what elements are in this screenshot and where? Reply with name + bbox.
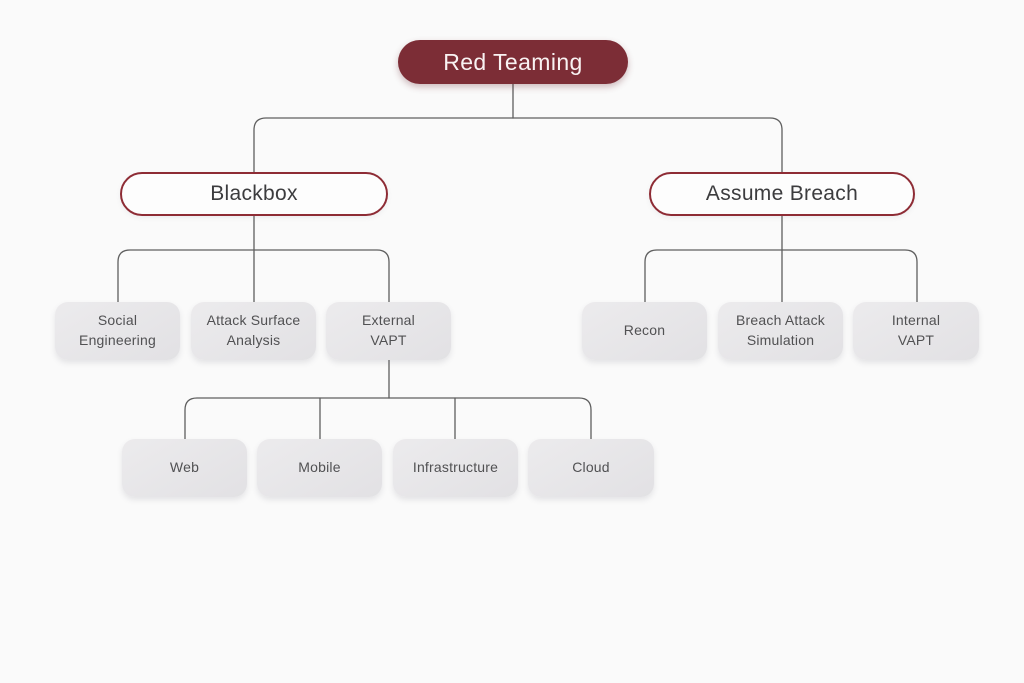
node-mobile-label: Mobile	[298, 459, 341, 476]
node-attack-surface-analysis: Attack Surface Analysis	[191, 302, 316, 360]
node-red-teaming-label: Red Teaming	[443, 48, 583, 75]
node-cloud-label: Cloud	[572, 459, 610, 476]
node-internal-vapt-label: Internal VAPT	[891, 312, 941, 348]
node-attack-surface-analysis-label: Attack Surface Analysis	[206, 312, 301, 348]
node-red-teaming: Red Teaming	[398, 40, 628, 84]
node-external-vapt: External VAPT	[326, 302, 451, 360]
node-assume-breach-label: Assume Breach	[705, 182, 859, 205]
node-social-engineering-label: Social Engineering	[79, 312, 156, 348]
node-recon-label: Recon	[623, 322, 666, 339]
node-breach-attack-simulation: Breach Attack Simulation	[718, 302, 843, 360]
node-social-engineering: Social Engineering	[55, 302, 180, 360]
node-breach-attack-simulation-label: Breach Attack Simulation	[736, 312, 825, 348]
node-web-label: Web	[169, 459, 200, 476]
node-infrastructure-label: Infrastructure	[412, 459, 499, 476]
node-internal-vapt: Internal VAPT	[853, 302, 979, 360]
node-blackbox: Blackbox	[120, 172, 388, 216]
node-web: Web	[122, 439, 247, 497]
node-infrastructure: Infrastructure	[393, 439, 518, 497]
node-recon: Recon	[582, 302, 707, 360]
node-mobile: Mobile	[257, 439, 382, 497]
node-blackbox-label: Blackbox	[210, 182, 298, 205]
node-cloud: Cloud	[528, 439, 654, 497]
node-assume-breach: Assume Breach	[649, 172, 915, 216]
node-external-vapt-label: External VAPT	[362, 312, 415, 348]
